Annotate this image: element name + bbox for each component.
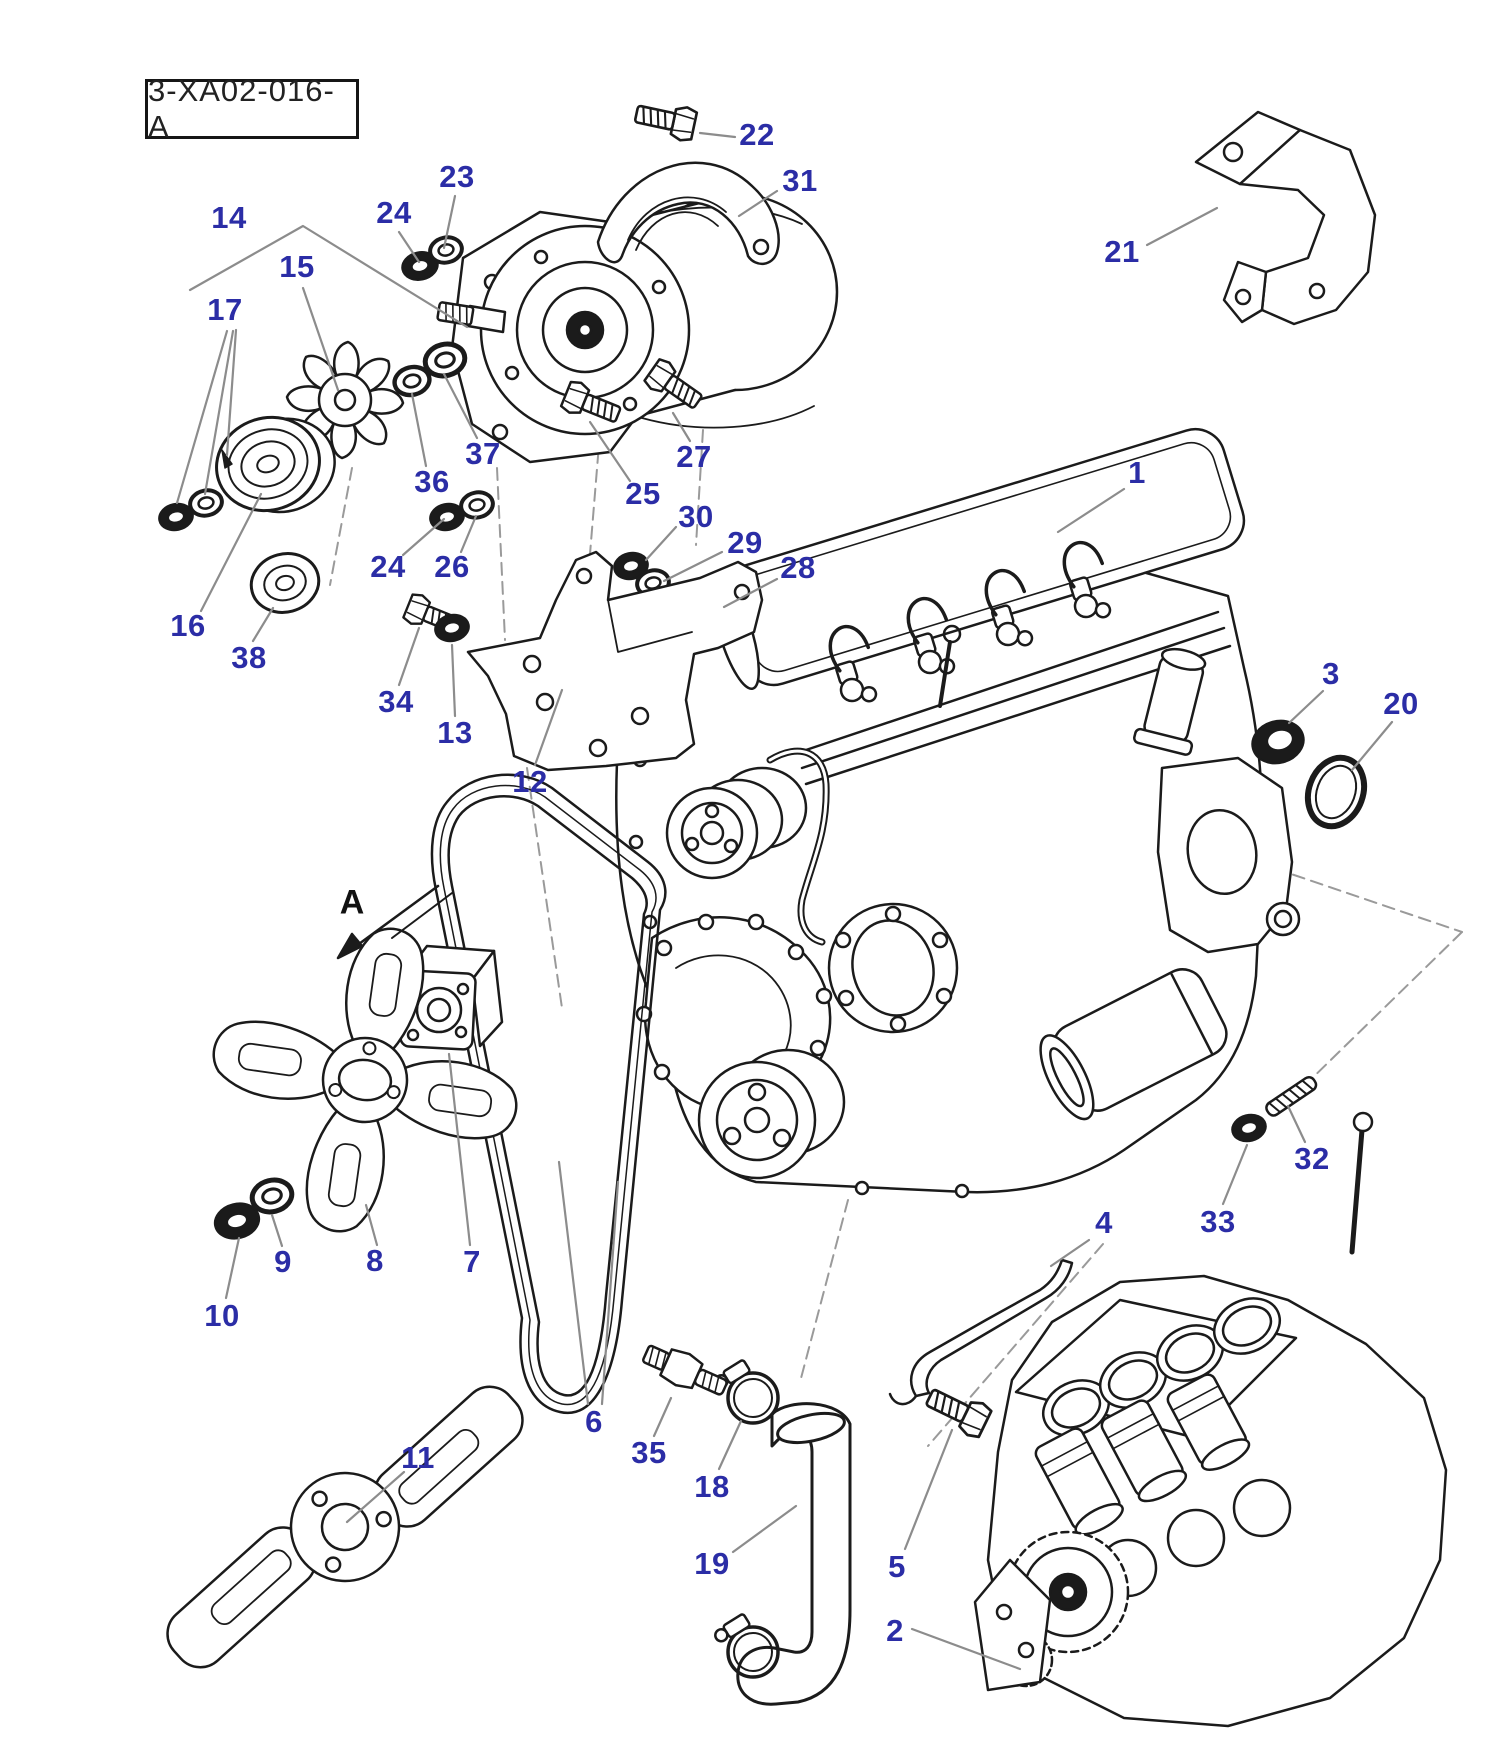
adjuster-strap-drawing xyxy=(596,161,780,265)
callout-26: 26 xyxy=(434,549,470,584)
bracket-4-drawing xyxy=(888,1258,1074,1406)
callout-10: 10 xyxy=(204,1298,240,1333)
callout-3: 3 xyxy=(1322,656,1340,691)
callout-38: 38 xyxy=(231,640,267,675)
v-belt-drawing xyxy=(430,773,667,1415)
bolt-22-drawing xyxy=(631,96,699,144)
fan-11-drawing xyxy=(166,1385,524,1669)
callout-24b: 24 xyxy=(370,549,406,584)
callout-28: 28 xyxy=(780,550,816,585)
callout-6: 6 xyxy=(585,1404,603,1439)
callout-21: 21 xyxy=(1104,234,1140,269)
callout-35: 35 xyxy=(631,1435,667,1470)
callout-8: 8 xyxy=(366,1243,384,1278)
callout-12: 12 xyxy=(512,764,548,799)
callout-22: 22 xyxy=(739,117,775,152)
bracket-12-drawing xyxy=(466,550,764,772)
callout-7: 7 xyxy=(463,1244,481,1279)
callout-27: 27 xyxy=(676,439,712,474)
diagram-code-label: 3-XA02-016-A xyxy=(145,73,359,144)
callout-4: 4 xyxy=(1095,1205,1113,1240)
nut-33-drawing xyxy=(1228,1110,1270,1146)
callout-17: 17 xyxy=(207,292,243,327)
hose-drawing xyxy=(736,1402,852,1706)
callout-9: 9 xyxy=(274,1244,292,1279)
callout-25: 25 xyxy=(625,476,661,511)
callout-19: 19 xyxy=(694,1546,730,1581)
callout-2: 2 xyxy=(886,1613,904,1648)
callout-5: 5 xyxy=(888,1549,906,1584)
callout-23: 23 xyxy=(439,159,475,194)
fitting-35-drawing xyxy=(642,1344,728,1396)
callout-11: 11 xyxy=(401,1440,435,1475)
callout-15: 15 xyxy=(279,249,315,284)
bracket-21-drawing xyxy=(1194,110,1377,326)
callout-20: 20 xyxy=(1383,686,1419,721)
callout-31: 31 xyxy=(782,163,818,198)
callout-34: 34 xyxy=(378,684,414,719)
callout-33: 33 xyxy=(1200,1204,1236,1239)
callout-32: 32 xyxy=(1294,1141,1330,1176)
callout-24a: 24 xyxy=(376,195,412,230)
leader-lines xyxy=(175,131,1394,1671)
callout-13: 13 xyxy=(437,715,473,750)
callout-37: 37 xyxy=(465,436,501,471)
callout-36: 36 xyxy=(414,464,450,499)
callout-1: 1 xyxy=(1128,455,1146,490)
engine-assembly-drawing xyxy=(615,427,1301,1199)
callout-16: 16 xyxy=(170,608,206,643)
callout-18: 18 xyxy=(694,1469,730,1504)
o-ring-20-drawing xyxy=(1304,754,1368,830)
fan-8-drawing xyxy=(207,922,523,1238)
callout-30: 30 xyxy=(678,499,714,534)
callout-29: 29 xyxy=(727,525,763,560)
view-a-arrow xyxy=(336,884,453,960)
bolt-5-drawing xyxy=(920,1379,995,1442)
diagram-code-text: 3-XA02-016-A xyxy=(148,73,335,144)
view-letter-a: A xyxy=(339,883,365,922)
callout-14: 14 xyxy=(211,200,247,235)
short-block-drawing xyxy=(973,1111,1448,1728)
grommet-3-drawing xyxy=(1251,719,1305,765)
water-pump-hardware-drawings xyxy=(155,232,725,646)
